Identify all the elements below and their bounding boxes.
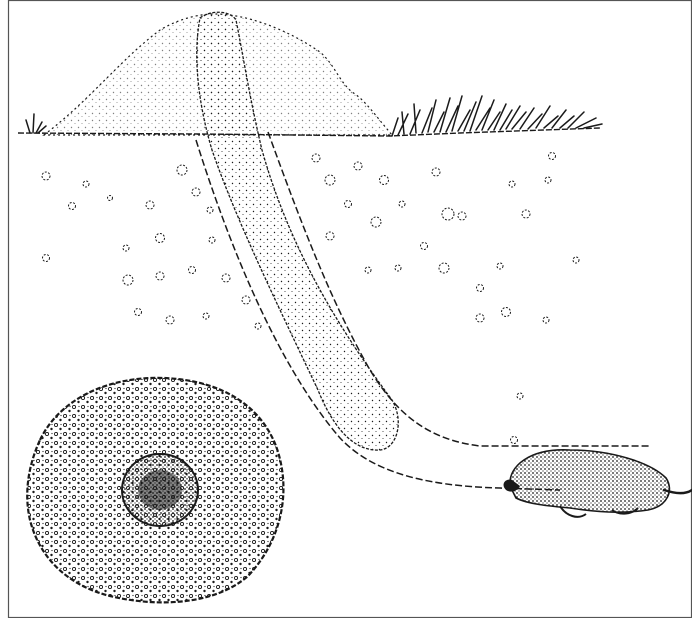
mole-animal [504, 450, 692, 517]
molehill-top-view [27, 378, 283, 603]
